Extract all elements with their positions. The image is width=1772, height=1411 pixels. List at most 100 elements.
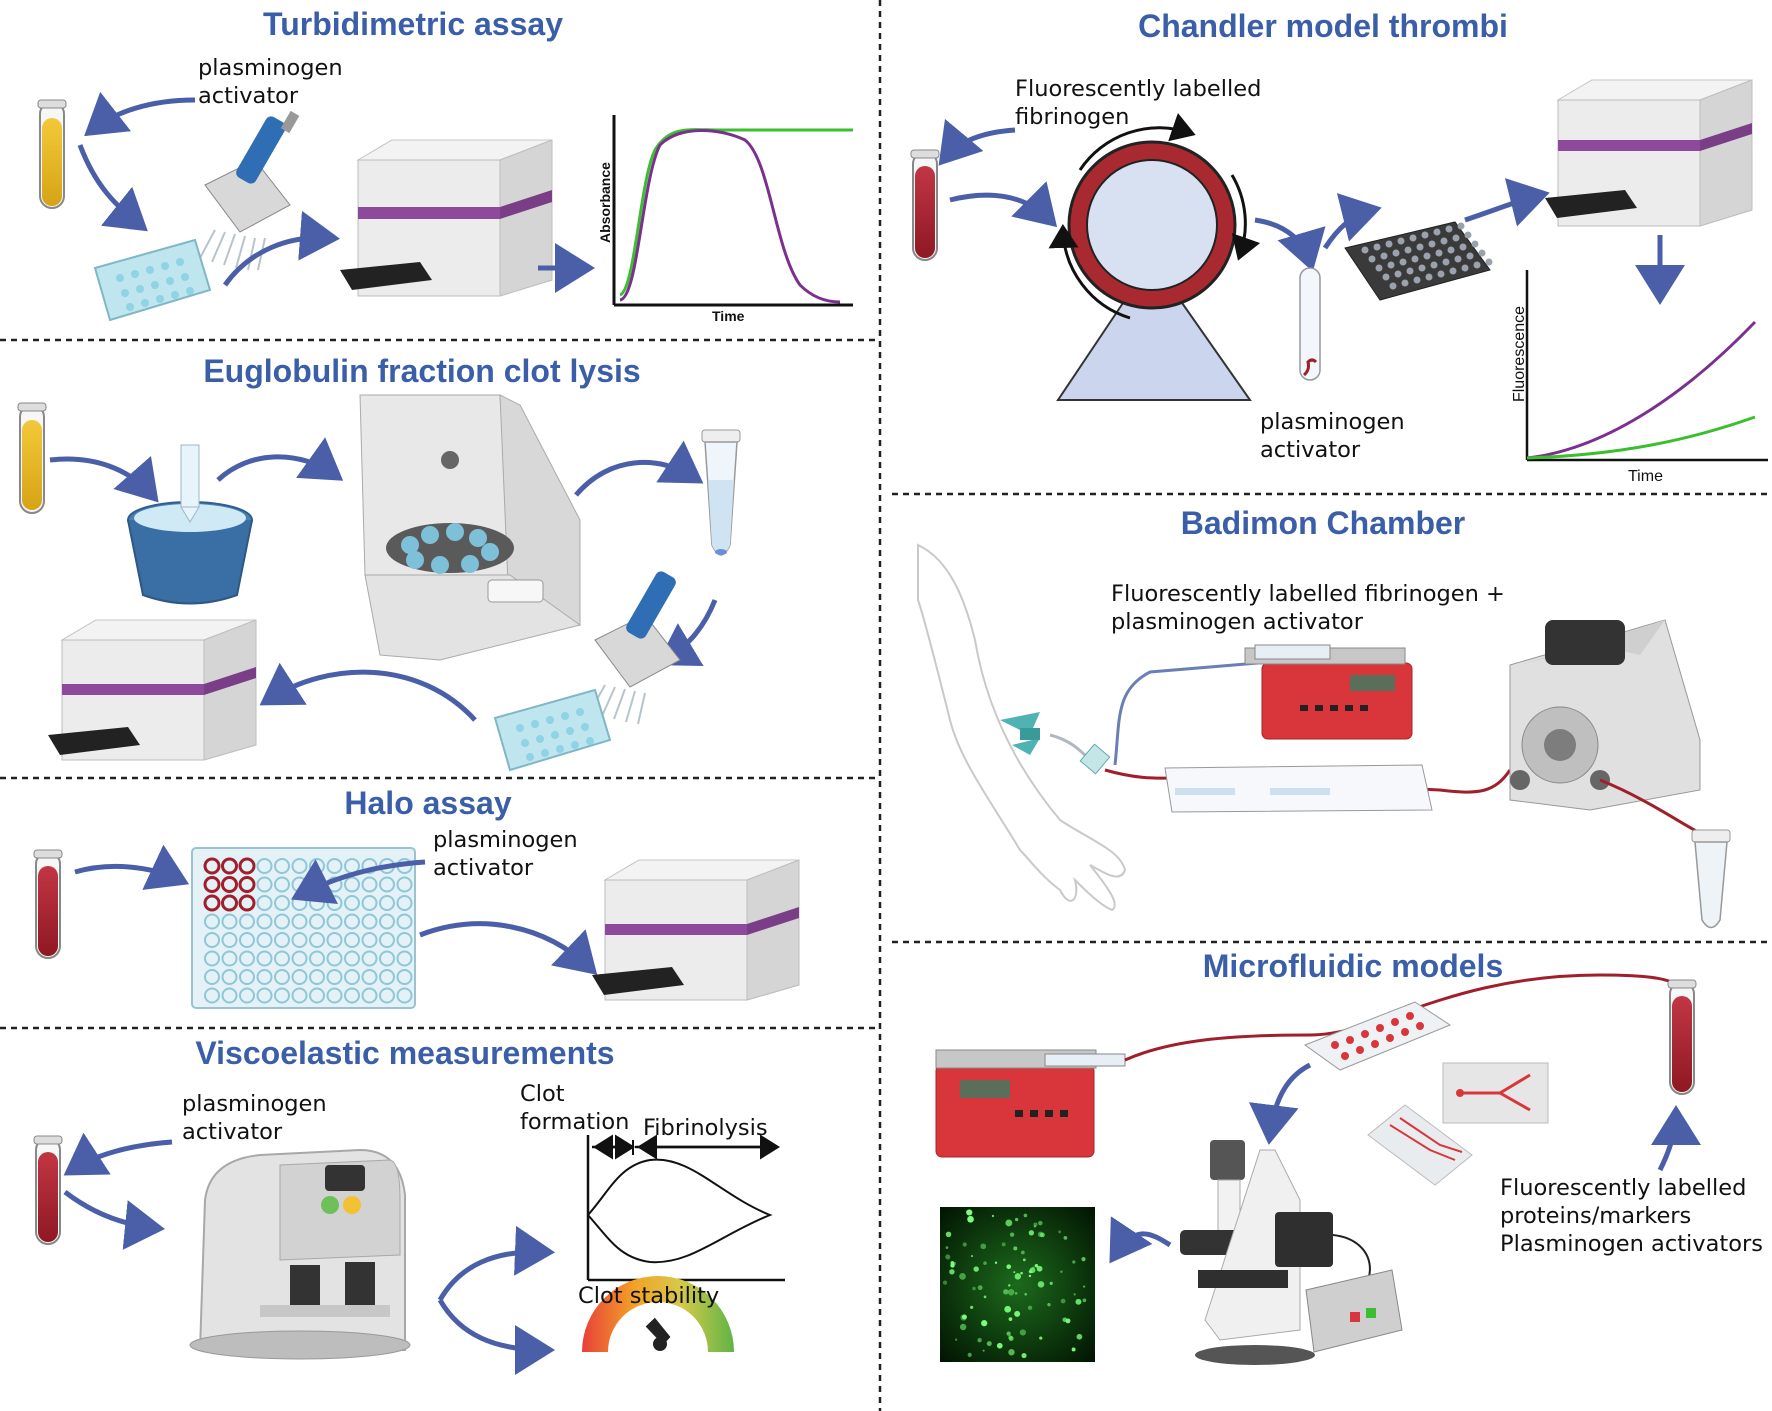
panel-title-badimon: Badimon Chamber bbox=[1180, 505, 1466, 541]
fluorescent-spot bbox=[1073, 1293, 1076, 1296]
halo-well-filled bbox=[203, 894, 221, 912]
arrow bbox=[291, 859, 426, 904]
halo-well bbox=[274, 858, 290, 874]
halo-well bbox=[361, 932, 378, 948]
fluorescent-spot bbox=[1028, 1274, 1032, 1278]
arrow bbox=[1322, 193, 1382, 250]
halo-well bbox=[396, 876, 413, 893]
fluorescent-spot bbox=[1027, 1305, 1033, 1311]
halo-well bbox=[239, 987, 255, 1004]
fluorescent-spot bbox=[945, 1254, 951, 1260]
arm bbox=[917, 543, 1127, 912]
panel-title-chandler: Chandler model thrombi bbox=[1138, 8, 1508, 44]
fluorescent-spot bbox=[1014, 1273, 1022, 1280]
plate-reader bbox=[1545, 79, 1753, 227]
test-tube-thrombus bbox=[1299, 267, 1321, 381]
halo-well bbox=[291, 932, 308, 948]
arrow bbox=[437, 1298, 555, 1375]
halo-well bbox=[326, 932, 343, 948]
curve-green bbox=[1526, 415, 1756, 460]
panel-title-halo: Halo assay bbox=[344, 785, 512, 821]
plate-well bbox=[1464, 231, 1472, 239]
halo-well bbox=[326, 913, 343, 930]
microscope bbox=[1180, 1140, 1333, 1365]
label-clot-formation: Clot formation bbox=[520, 1081, 630, 1135]
plate-well bbox=[1457, 222, 1465, 230]
fluorescent-spot bbox=[1014, 1217, 1019, 1222]
fluorescent-spot bbox=[1049, 1281, 1053, 1285]
plasma-tube bbox=[37, 99, 67, 209]
plate-well bbox=[1423, 252, 1431, 260]
fluorescence-image bbox=[940, 1207, 1095, 1362]
halo-well bbox=[274, 913, 290, 930]
fluorescent-spot bbox=[1019, 1329, 1026, 1336]
fluorescent-spot bbox=[966, 1209, 973, 1216]
fluorescent-spot bbox=[986, 1341, 992, 1347]
arrow bbox=[77, 144, 148, 232]
axis-label-absorbance: Absorbance bbox=[597, 162, 613, 243]
halo-well bbox=[274, 932, 290, 948]
fluorescent-spot bbox=[1034, 1263, 1039, 1268]
halo-well bbox=[256, 913, 273, 930]
halo-well bbox=[274, 950, 290, 967]
plate-well bbox=[1485, 258, 1493, 266]
chandler-loop bbox=[1048, 112, 1261, 401]
plate-well bbox=[1428, 240, 1436, 248]
fluorescent-spot bbox=[1024, 1292, 1027, 1296]
plate-well bbox=[1380, 252, 1388, 260]
plate-well bbox=[1478, 249, 1486, 257]
plate-well bbox=[1421, 231, 1429, 239]
arrow bbox=[1464, 178, 1550, 227]
multichannel-pipette bbox=[589, 571, 681, 725]
plate-well bbox=[1385, 240, 1393, 248]
plate-well bbox=[1373, 243, 1381, 251]
halo-well bbox=[361, 895, 378, 911]
fluorescent-spot bbox=[949, 1269, 955, 1275]
tem-trace bbox=[587, 1158, 773, 1264]
fluorescent-spot bbox=[1013, 1271, 1016, 1274]
halo-well bbox=[344, 932, 360, 948]
fluorescent-spot bbox=[1014, 1292, 1018, 1295]
halo-well bbox=[326, 987, 343, 1004]
light-source bbox=[1305, 1269, 1403, 1353]
halo-well bbox=[221, 950, 238, 967]
fluorescent-spot bbox=[1006, 1264, 1012, 1270]
arrow bbox=[574, 440, 704, 497]
fluorescent-spot bbox=[945, 1246, 949, 1249]
chandler-panel bbox=[910, 79, 1768, 462]
plate-well bbox=[1440, 237, 1448, 245]
halo-well bbox=[274, 876, 290, 893]
halo-well bbox=[221, 987, 238, 1004]
halo-well bbox=[361, 950, 378, 967]
y-connector bbox=[1079, 743, 1111, 775]
halo-well bbox=[396, 913, 413, 930]
plate-well bbox=[1447, 246, 1455, 254]
halo-well bbox=[396, 987, 413, 1004]
halo-well bbox=[221, 969, 238, 985]
plate-well bbox=[1401, 279, 1409, 287]
plate-well bbox=[1454, 255, 1462, 263]
halo-well bbox=[361, 876, 378, 893]
halo-well bbox=[204, 969, 220, 985]
centrifuge bbox=[359, 394, 582, 661]
plate-well bbox=[1389, 282, 1397, 290]
fluorescent-spot bbox=[1001, 1242, 1006, 1247]
halo-well bbox=[221, 932, 238, 948]
halo-well bbox=[204, 913, 220, 930]
halo-well bbox=[291, 987, 308, 1004]
halo-well bbox=[256, 932, 273, 948]
plate-well bbox=[1459, 243, 1467, 251]
halo-well bbox=[396, 895, 413, 911]
plate-well bbox=[1466, 252, 1474, 260]
halo-well bbox=[379, 969, 395, 985]
arrow bbox=[437, 1225, 555, 1302]
arrow bbox=[259, 662, 477, 722]
halo-well bbox=[326, 950, 343, 967]
halo-well-filled bbox=[221, 876, 238, 893]
plate-well bbox=[1382, 273, 1390, 281]
plate-well bbox=[1442, 258, 1450, 266]
fluorescent-spot bbox=[1072, 1260, 1076, 1264]
panel-title-viscoelastic: Viscoelastic measurements bbox=[195, 1035, 615, 1071]
fluorescent-spot bbox=[962, 1242, 967, 1247]
halo-well bbox=[379, 932, 395, 948]
